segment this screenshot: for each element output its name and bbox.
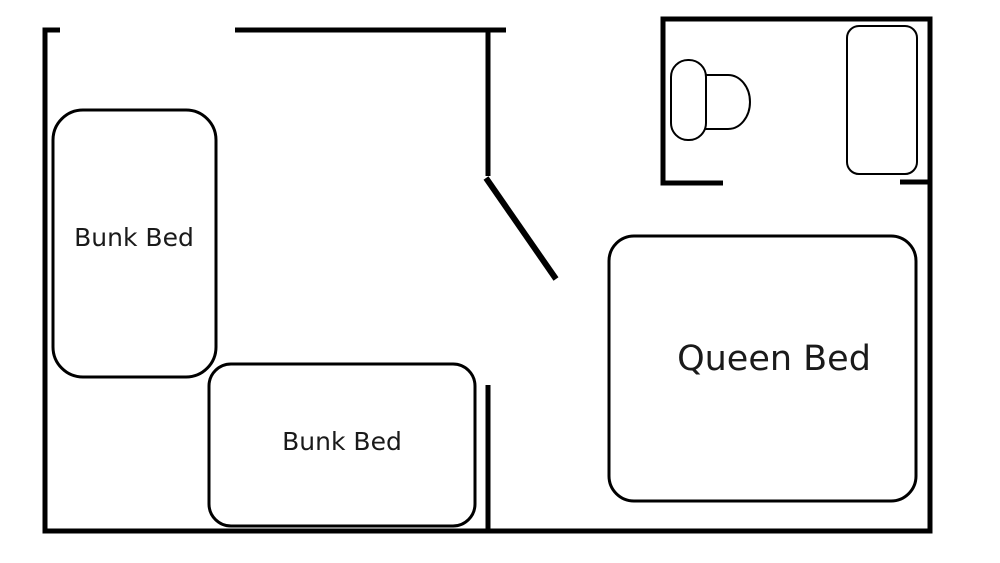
queen-bed-label: Queen Bed (677, 339, 871, 379)
queen-bed-shape (607, 234, 918, 503)
toilet-tank (670, 59, 707, 141)
bathtub-icon (846, 25, 918, 175)
bunk-bed-vertical-shape (51, 108, 218, 379)
door-icon (483, 176, 559, 281)
queen-bed: Queen Bed (607, 234, 918, 503)
bunk-bed-horizontal-shape (207, 362, 477, 528)
bathroom-walls (660, 16, 933, 186)
bunk-bed-horizontal: Bunk Bed (207, 362, 477, 528)
toilet-icon (670, 59, 751, 141)
bunk-bed-horizontal-label: Bunk Bed (282, 427, 402, 456)
toilet-bowl (699, 74, 751, 130)
bunk-bed-vertical: Bunk Bed (51, 108, 218, 379)
bathroom (660, 16, 933, 186)
bunk-bed-vertical-label: Bunk Bed (74, 223, 194, 252)
